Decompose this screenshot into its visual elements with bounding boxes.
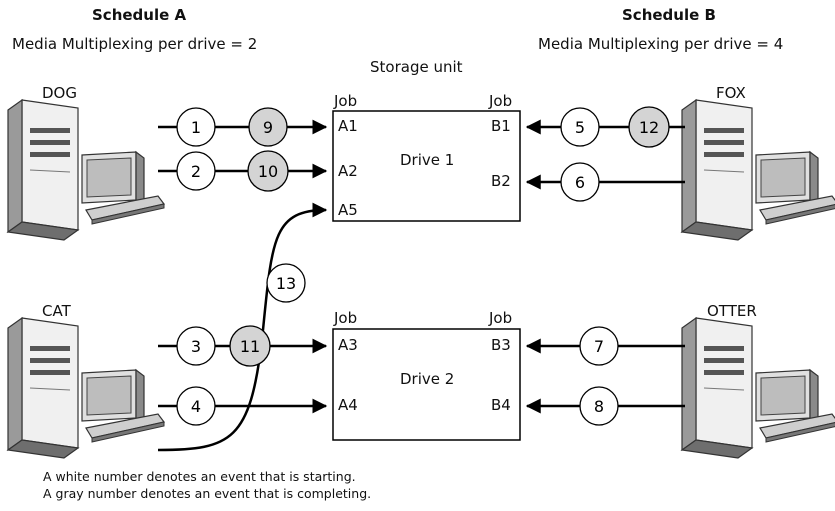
drive-1-slot-a1: A1 xyxy=(338,117,358,135)
drive-1-label: Drive 1 xyxy=(400,151,455,169)
schedule-a-title: Schedule A xyxy=(92,6,187,24)
event-8-circle: 8 xyxy=(579,386,619,426)
host-label-otter: OTTER xyxy=(707,302,757,320)
event-9-circle: 9 xyxy=(248,107,288,147)
event-2-circle: 2 xyxy=(176,151,216,191)
event-10-number: 10 xyxy=(258,162,278,181)
schedule-b-title: Schedule B xyxy=(622,6,716,24)
event-13-circle: 13 xyxy=(266,263,306,303)
event-1-circle: 1 xyxy=(176,107,216,147)
host-label-dog: DOG xyxy=(42,84,77,102)
drive-1-slot-b1: B1 xyxy=(491,117,511,135)
computer-icon-otter xyxy=(681,317,835,459)
event-8-number: 8 xyxy=(594,397,604,416)
drive-2-slot-b4: B4 xyxy=(491,396,511,414)
event-9-number: 9 xyxy=(263,118,273,137)
host-label-fox: FOX xyxy=(716,84,746,102)
drive-2-job-left: Job xyxy=(334,309,358,327)
drive-2-label: Drive 2 xyxy=(400,370,455,388)
event-5-number: 5 xyxy=(575,118,585,137)
drive-1-box xyxy=(332,110,521,222)
drive-1-job-left: Job xyxy=(334,92,358,110)
drive-2-job-right: Job xyxy=(489,309,513,327)
event-7-number: 7 xyxy=(594,337,604,356)
drive-1-job-right: Job xyxy=(489,92,513,110)
drive-2-slot-a3: A3 xyxy=(338,336,358,354)
event-5-circle: 5 xyxy=(560,107,600,147)
event-3-number: 3 xyxy=(191,337,201,356)
event-10-circle: 10 xyxy=(247,150,289,192)
schedule-b-subtitle: Media Multiplexing per drive = 4 xyxy=(538,35,784,53)
event-11-circle: 11 xyxy=(229,325,271,367)
event-6-number: 6 xyxy=(575,173,585,192)
drive-2-slot-b3: B3 xyxy=(491,336,511,354)
event-4-number: 4 xyxy=(191,397,201,416)
event-7-circle: 7 xyxy=(579,326,619,366)
storage-unit-label: Storage unit xyxy=(370,58,463,76)
drive-2-box xyxy=(332,328,521,441)
event-1-number: 1 xyxy=(191,118,201,137)
drive-2-slot-a4: A4 xyxy=(338,396,358,414)
computer-icon-fox xyxy=(681,99,835,241)
event-4-circle: 4 xyxy=(176,386,216,426)
event-3-circle: 3 xyxy=(176,326,216,366)
drive-1-slot-b2: B2 xyxy=(491,172,511,190)
schedule-a-subtitle: Media Multiplexing per drive = 2 xyxy=(12,35,258,53)
legend-white: A white number denotes an event that is … xyxy=(43,469,356,484)
event-11-number: 11 xyxy=(240,337,260,356)
computer-icon-cat xyxy=(7,317,165,459)
event-6-circle: 6 xyxy=(560,162,600,202)
drive-1-slot-a5: A5 xyxy=(338,201,358,219)
event-2-number: 2 xyxy=(191,162,201,181)
drive-1-slot-a2: A2 xyxy=(338,162,358,180)
host-label-cat: CAT xyxy=(42,302,71,320)
event-13-number: 13 xyxy=(276,274,296,293)
event-12-number: 12 xyxy=(639,118,659,137)
event-12-circle: 12 xyxy=(628,106,670,148)
legend-gray: A gray number denotes an event that is c… xyxy=(43,486,372,501)
computer-icon-dog xyxy=(7,99,165,241)
